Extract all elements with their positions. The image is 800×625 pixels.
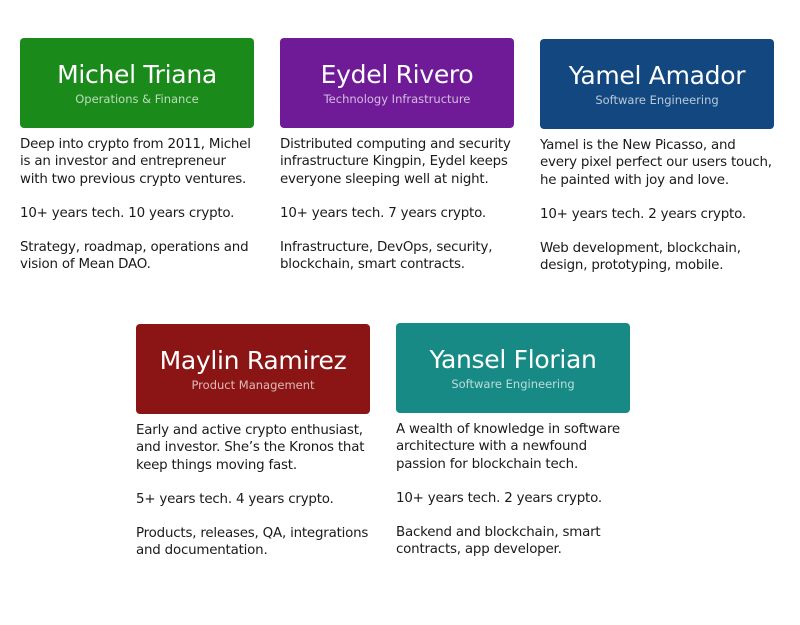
bio-description: A wealth of knowledge in software archit… [396,422,620,472]
team-member-eydel-rivero: Eydel Rivero Technology Infrastructure D… [280,38,514,291]
member-name: Maylin Ramirez [159,345,347,375]
bio-experience: 10+ years tech. 10 years crypto. [20,205,235,221]
bio-experience: 10+ years tech. 2 years crypto. [396,490,602,506]
member-bio: Early and active crypto enthusiast, and … [136,422,370,560]
team-member-michel-triana: Michel Triana Operations & Finance Deep … [20,38,254,291]
bio-focus: Backend and blockchain, smart contracts,… [396,525,601,558]
member-role: Software Engineering [595,92,719,107]
bio-description: Deep into crypto from 2011, Michel is an… [20,137,251,187]
member-bio: Deep into crypto from 2011, Michel is an… [20,136,254,274]
bio-description: Yamel is the New Picasso, and every pixe… [540,138,772,188]
member-role: Technology Infrastructure [323,91,471,106]
bio-experience: 10+ years tech. 7 years crypto. [280,205,486,221]
name-card: Maylin Ramirez Product Management [136,324,370,414]
bio-description: Early and active crypto enthusiast, and … [136,423,365,473]
member-bio: Yamel is the New Picasso, and every pixe… [540,137,774,275]
team-member-yamel-amador: Yamel Amador Software Engineering Yamel … [540,39,774,292]
bio-focus: Infrastructure, DevOps, security, blockc… [280,240,493,273]
name-card: Eydel Rivero Technology Infrastructure [280,38,514,128]
name-card: Yansel Florian Software Engineering [396,323,630,413]
member-name: Michel Triana [57,59,217,89]
name-card: Michel Triana Operations & Finance [20,38,254,128]
bio-experience: 10+ years tech. 2 years crypto. [540,206,746,222]
member-role: Software Engineering [451,376,575,391]
bio-experience: 5+ years tech. 4 years crypto. [136,491,334,507]
bio-focus: Strategy, roadmap, operations and vision… [20,240,249,273]
member-bio: A wealth of knowledge in software archit… [396,421,630,559]
member-name: Yansel Florian [429,344,597,374]
member-name: Yamel Amador [568,60,746,90]
name-card: Yamel Amador Software Engineering [540,39,774,129]
bio-focus: Web development, blockchain, design, pro… [540,241,741,274]
team-member-yansel-florian: Yansel Florian Software Engineering A we… [396,323,630,576]
member-role: Product Management [191,377,315,392]
bio-focus: Products, releases, QA, integrations and… [136,526,369,559]
member-name: Eydel Rivero [320,59,474,89]
member-role: Operations & Finance [75,91,199,106]
team-member-maylin-ramirez: Maylin Ramirez Product Management Early … [136,324,370,577]
bio-description: Distributed computing and security infra… [280,137,511,187]
member-bio: Distributed computing and security infra… [280,136,514,274]
